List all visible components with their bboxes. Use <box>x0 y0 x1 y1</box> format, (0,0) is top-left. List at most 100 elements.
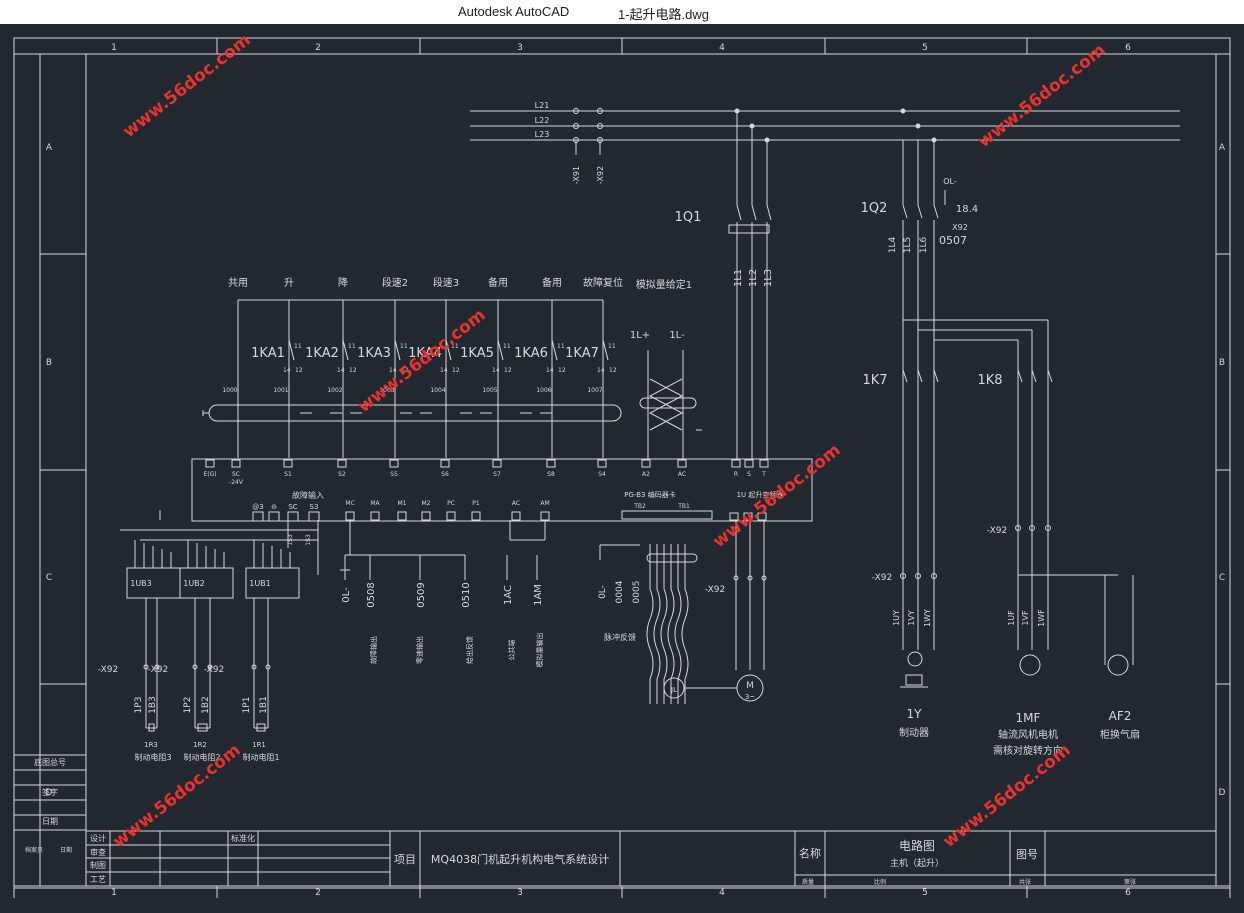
ol-label: OL- <box>943 177 957 186</box>
wire-num-0509: 0509 <box>416 582 427 607</box>
wire-1P3: 1P3 <box>134 697 144 714</box>
out-term-P1: P1 <box>472 500 480 507</box>
pin-b: 12 <box>452 367 460 374</box>
io-label-2: SC <box>288 503 297 511</box>
drawing-name: 电路图 <box>899 838 935 853</box>
terminal-label-S4: S4 <box>598 471 606 478</box>
branch-1L4: 1L4 <box>888 236 898 253</box>
uvw-terminal <box>757 512 767 521</box>
left-label-sign: 签字 <box>42 787 58 797</box>
wire-num-0508: 0508 <box>366 582 377 607</box>
relay-label-2: 降 <box>338 276 348 289</box>
relay-1KA7: 1KA7 <box>565 346 599 361</box>
grid-row-A: A <box>46 143 53 153</box>
encoder-label: JL <box>670 686 677 694</box>
breaker-contact <box>766 204 772 221</box>
grid-col-6: 6 <box>1125 43 1131 53</box>
brake-body <box>905 674 923 686</box>
bus-terminal <box>573 123 579 129</box>
resistor-1R1: 1R1 <box>252 741 266 749</box>
relay-1KA4: 1KA4 <box>408 346 442 361</box>
out-desc-0: 故障输出 <box>369 636 378 664</box>
terminal-label-A2: A2 <box>642 471 650 478</box>
out-desc-2: 给出反馈 <box>465 636 474 664</box>
brake-x92: -X92 <box>148 665 168 675</box>
relay-code: 1005 <box>482 387 497 394</box>
out-terminal-PC <box>446 511 456 521</box>
terminal <box>1029 525 1035 531</box>
terminal <box>900 573 906 579</box>
relay-code: 1000 <box>222 387 237 394</box>
branch-label-1L1: 1L1 <box>733 269 744 287</box>
wire-num-1AC: 1AC <box>503 585 514 605</box>
grid-col-bottom-5: 5 <box>922 888 928 898</box>
grid-col-bottom-6: 6 <box>1125 888 1131 898</box>
out-desc-3: 公共端 <box>507 640 516 661</box>
fan-wire-1VF: 1VF <box>1021 610 1030 626</box>
pin-b: 12 <box>349 367 357 374</box>
relay-1KA2: 1KA2 <box>305 346 339 361</box>
relay-contact <box>342 339 349 361</box>
terminal-label-S8: S8 <box>547 471 555 478</box>
breaker-contact <box>917 204 923 219</box>
enc-num-0: 0L- <box>598 585 608 599</box>
twisted-pair <box>648 378 684 431</box>
contactor-contact <box>902 369 908 383</box>
relay-code: 1004 <box>430 387 445 394</box>
name-label: 名称 <box>799 846 821 860</box>
breaker-1Q1: 1Q1 <box>675 210 702 225</box>
relay-1KA6: 1KA6 <box>514 346 548 361</box>
wire-1B2: 1B2 <box>201 696 211 714</box>
grid-col-bottom-1: 1 <box>111 888 117 898</box>
terminal-SC <box>231 459 241 468</box>
contactor-contact <box>933 369 939 383</box>
junction <box>734 108 740 114</box>
junction <box>749 123 755 129</box>
brake-wire-1UY: 1UY <box>892 610 901 626</box>
contact-num: 11 <box>503 343 511 350</box>
terminal-E(G) <box>205 459 215 468</box>
contact-num: 11 <box>557 343 565 350</box>
grid-col-3: 3 <box>517 43 523 53</box>
encoder-cable <box>674 544 682 704</box>
enc-num-2: 0005 <box>632 581 642 604</box>
terminal-S8 <box>546 459 556 468</box>
grid-row-B: B <box>46 358 52 368</box>
io-vert-b: 1S3 <box>305 534 312 546</box>
watermark-4: www.56doc.com <box>109 740 244 852</box>
out-terminal-M1 <box>397 511 407 521</box>
breaker-1Q2: 1Q2 <box>861 201 888 216</box>
terminal <box>251 664 257 670</box>
grid-col-bottom-3: 3 <box>517 888 523 898</box>
scale-label: 比例 <box>874 878 886 886</box>
terminal-S7 <box>492 459 502 468</box>
pg-terminal-strip <box>621 510 713 520</box>
relay-contact <box>551 339 558 361</box>
left-label-date: 日期 <box>42 817 58 826</box>
archive-label: 档案员 <box>25 846 43 854</box>
wire-num-0510: 0510 <box>461 582 472 607</box>
brake-x92: -X92 <box>204 665 224 675</box>
branch-label-1L2: 1L2 <box>748 269 759 287</box>
breaker-contact <box>933 204 939 219</box>
encoder-cable <box>667 544 675 704</box>
drawing-no-label: 图号 <box>1016 848 1038 861</box>
contactor-contact <box>1047 369 1053 383</box>
terminal-label-S7: S7 <box>493 471 501 478</box>
terminal <box>931 573 937 579</box>
bus-terminal <box>597 108 603 114</box>
analog-plus: 1L+ <box>630 330 650 341</box>
fan-wire-1WF: 1WF <box>1037 609 1046 627</box>
resistor <box>197 723 208 732</box>
brake-wire-1VY: 1VY <box>907 610 916 626</box>
grid-row-right-B: B <box>1219 358 1225 368</box>
terminal-label-S1: S1 <box>284 471 292 478</box>
terminal <box>761 575 767 581</box>
terminal <box>143 664 149 670</box>
terminal-label-S2: S2 <box>338 471 346 478</box>
load-AF2: AF2 <box>1109 709 1132 723</box>
io-label-0: @3 <box>252 503 263 511</box>
design-label: 设计 <box>90 833 106 843</box>
